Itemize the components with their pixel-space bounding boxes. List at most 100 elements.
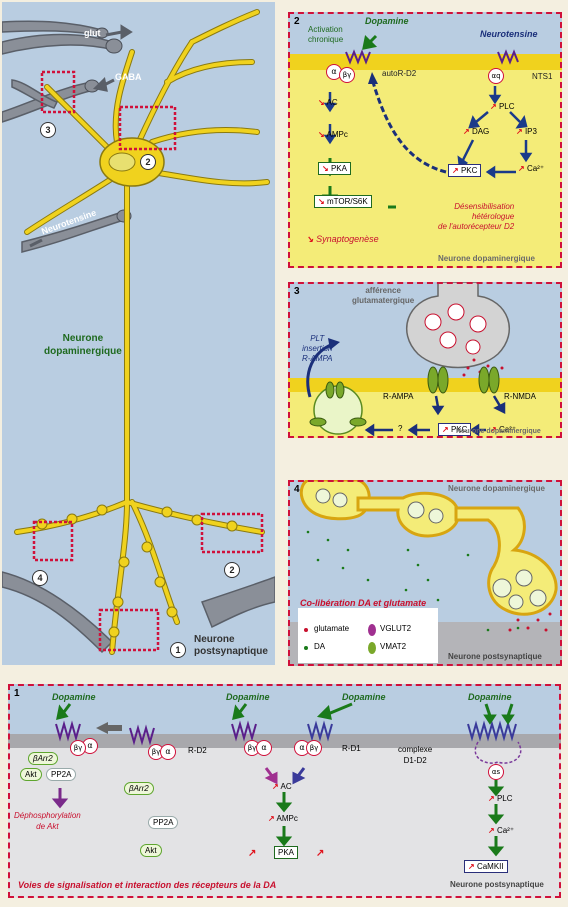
ca-text: Ca²⁺ xyxy=(498,425,517,434)
voies-label: Voies de signalisation et interaction de… xyxy=(18,880,277,890)
glut-label: glut xyxy=(84,28,101,38)
g-alpha-badge-3: α xyxy=(256,740,272,756)
panel-4-number: 4 xyxy=(294,484,300,495)
activation-label: Activation chronique xyxy=(308,25,344,44)
plt-label: PLT insertion R-AMPA xyxy=(302,334,333,363)
afference-label: afférence glutamatergique xyxy=(352,286,415,305)
increase-icon: ↗ xyxy=(488,826,495,835)
pka-up-icon-left: ↗ xyxy=(248,848,257,859)
panel-1-border xyxy=(8,684,561,898)
pkc-box: ↗ PKC xyxy=(448,164,482,177)
ca-label: ↗ Ca²⁺ xyxy=(490,425,516,434)
cytoplasm xyxy=(8,748,561,898)
g-bg-text: βγ xyxy=(342,71,352,79)
pp2a-pill-1: PP2A xyxy=(46,768,77,781)
pkc-box: ↗ PKC xyxy=(438,423,472,436)
camkii-box: ↗ CaMKII xyxy=(464,860,508,873)
increase-icon: ↗ xyxy=(488,794,495,803)
legend-vmat2: VMAT2 xyxy=(380,642,407,651)
panel-2-number: 2 xyxy=(294,16,300,27)
plc-label: ↗ PLC xyxy=(488,794,513,803)
neurotensine-label: Neurotensine xyxy=(480,29,538,39)
panel-1-illustration xyxy=(51,702,522,857)
ampc-label: ↘ AMPc xyxy=(318,130,348,139)
dag-label: ↗ DAG xyxy=(463,127,489,136)
increase-icon: ↗ xyxy=(490,102,497,111)
panel-1: 1 Dopamine Dopamine Dopamine Dopamine α … xyxy=(8,684,561,898)
g-alpha-text: α xyxy=(87,741,93,750)
r-d1-label: R-D1 xyxy=(342,744,361,753)
panel-4-header: Neurone dopaminergique xyxy=(448,484,545,493)
dag-text: DAG xyxy=(471,127,490,136)
dopamine-label-4: Dopamine xyxy=(468,692,512,702)
decrease-icon: ↘ xyxy=(318,98,325,107)
panel-3-number: 3 xyxy=(294,286,300,297)
legend-vglut2: VGLUT2 xyxy=(380,624,412,633)
panel-1-footer: Neurone postsynaptique xyxy=(450,880,544,889)
akt-pill-2: Akt xyxy=(140,844,162,857)
synaptogenese-label: ↘ Synaptogenèse xyxy=(306,234,379,245)
question-label: ? xyxy=(398,424,403,433)
pp2a-pill-2: PP2A xyxy=(148,816,179,829)
g-alpha-badge-2: α xyxy=(160,744,176,760)
ac-label: ↗ AC xyxy=(272,782,292,791)
panel-4: 4 Neurone dopaminergique Co-libération D… xyxy=(288,480,562,666)
dephos-label: Déphosphorylation de Akt xyxy=(14,811,81,831)
plc-text: PLC xyxy=(498,102,515,111)
gq-text: αq xyxy=(491,72,501,80)
legend-da: DA xyxy=(314,642,326,651)
ac-text: AC xyxy=(280,782,292,791)
g-bg-badge: βγ xyxy=(339,67,355,83)
g-bg-badge-1: βγ xyxy=(70,740,86,756)
pkc-text: PKC xyxy=(450,425,468,434)
plc-label: ↗ PLC xyxy=(490,102,515,111)
ampc-text: AMPc xyxy=(276,814,298,823)
complexe-label: complexe D1-D2 xyxy=(398,745,433,765)
g-bg-badge-4: βγ xyxy=(306,740,322,756)
legend-glutamate: glutamate xyxy=(314,624,350,633)
increase-icon: ↗ xyxy=(272,782,279,791)
nts1-label: NTS1 xyxy=(532,72,553,81)
desensibilisation-label: Désensibilisation hétérologue de l'autor… xyxy=(438,202,515,231)
synapto-text: Synaptogenèse xyxy=(316,234,379,244)
ac-label: ↘ AC xyxy=(318,98,338,107)
akt-pill-1: Akt xyxy=(20,768,42,781)
decrease-icon: ↘ xyxy=(318,130,325,139)
neuron-marker-4: 4 xyxy=(32,570,48,586)
panel-2-border xyxy=(288,12,562,268)
panel-3-footer-visible: Neurone dopaminergique xyxy=(456,428,541,435)
g-alpha-text: α xyxy=(331,67,337,76)
g-alpha-text: α xyxy=(165,747,171,756)
panel-4-border xyxy=(288,480,562,666)
increase-icon: ↗ xyxy=(516,127,523,136)
dopamine-label: Dopamine xyxy=(365,16,409,26)
increase-icon: ↗ xyxy=(490,425,497,434)
ca-text: Ca²⁺ xyxy=(526,164,545,173)
decrease-icon: ↘ xyxy=(322,164,329,173)
dopaminergic-neuron-label: Neurone dopaminergique xyxy=(44,333,122,357)
panel-3-border xyxy=(288,282,562,438)
ca-text: Ca²⁺ xyxy=(496,826,515,835)
increase-icon: ↗ xyxy=(442,425,449,434)
pka-up-icon-right: ↗ xyxy=(316,848,325,859)
barr2-pill-2: βArr2 xyxy=(124,782,154,795)
increase-icon: ↗ xyxy=(468,862,475,871)
dopamine-label-2: Dopamine xyxy=(226,692,270,702)
ac-text: AC xyxy=(326,98,338,107)
panel-1-number: 1 xyxy=(14,688,20,699)
neuron-marker-2-terminal: 2 xyxy=(224,562,240,578)
pka-box: ↘ PKA xyxy=(318,162,351,175)
increase-icon: ↗ xyxy=(463,127,470,136)
neuron-marker-1: 1 xyxy=(170,642,186,658)
g-bg-text: βγ xyxy=(309,744,319,752)
mtor-text: mTOR/S6K xyxy=(326,197,368,206)
membrane-band xyxy=(8,734,561,748)
panel-2: 2 Activation chronique Dopamine Neuroten… xyxy=(288,12,562,268)
panel-3: 3 afférence glutamatergique PLT insertio… xyxy=(288,282,562,438)
decrease-icon: ↘ xyxy=(306,234,314,244)
ca-label: ↗ Ca²⁺ xyxy=(488,826,514,835)
g-alpha-text: α xyxy=(299,743,305,752)
g-bg-text: βγ xyxy=(247,744,257,752)
neuron-panel: glut GABA Neurotensine Neurone dopaminer… xyxy=(2,2,275,665)
autor-d2-label: autoR-D2 xyxy=(382,69,417,78)
